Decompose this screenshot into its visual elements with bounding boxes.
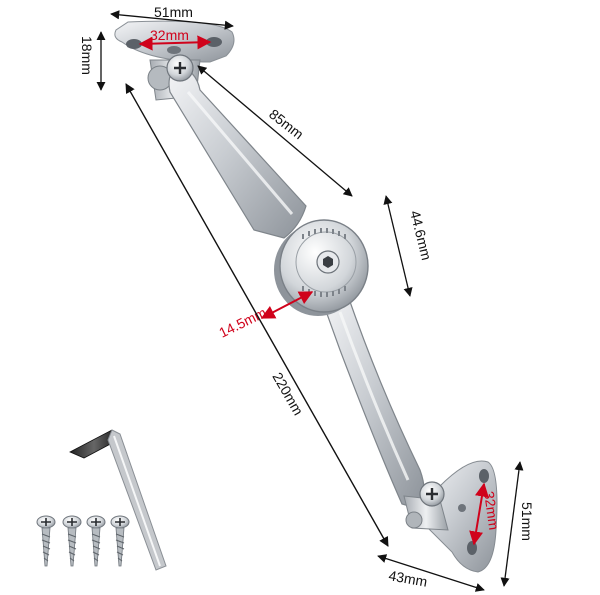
lower-arm: [321, 295, 425, 509]
svg-text:18mm: 18mm: [79, 36, 95, 75]
upper-arm: [168, 65, 307, 239]
dim-top-plate-width: 51mm: [110, 4, 234, 30]
svg-text:44.6mm: 44.6mm: [407, 209, 435, 262]
screw-icon: [86, 515, 106, 567]
svg-text:51mm: 51mm: [154, 4, 193, 20]
svg-text:32mm: 32mm: [150, 27, 189, 43]
dim-hub-diameter: 44.6mm: [383, 195, 435, 297]
dim-bottom-hole-spacing: 32mm: [469, 482, 502, 546]
svg-text:85mm: 85mm: [266, 106, 307, 143]
screws-set: [36, 515, 130, 567]
bottom-pivot-screw: [419, 481, 445, 507]
top-pivot-screw: [166, 54, 194, 82]
dim-hub-thickness: 14.5mm: [216, 291, 314, 341]
svg-text:51mm: 51mm: [519, 502, 535, 541]
screw-icon: [110, 515, 130, 567]
screw-icon: [62, 515, 82, 567]
dim-top-hole-spacing: 32mm: [138, 27, 212, 51]
dim-top-plate-height: 18mm: [79, 31, 106, 91]
allen-key-icon: [69, 429, 167, 571]
screw-icon: [36, 515, 56, 567]
dim-bottom-plate-height: 51mm: [500, 461, 535, 587]
dim-bottom-plate-width: 43mm: [377, 554, 485, 592]
svg-text:32mm: 32mm: [481, 490, 502, 531]
svg-text:43mm: 43mm: [387, 567, 428, 590]
